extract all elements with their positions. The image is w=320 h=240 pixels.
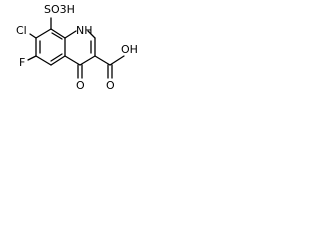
bond-c6-f — [27, 55, 37, 61]
bond-c7-c8 — [35, 28, 52, 39]
double-bond-c4a-c5 — [50, 53, 63, 62]
bond-c5-c6 — [35, 55, 52, 66]
bond-c4a-c5 — [50, 55, 66, 66]
chloro-label: Cl — [16, 24, 27, 37]
bond-c7-cl — [29, 33, 37, 39]
bond-c4-c4a — [64, 55, 81, 66]
double-bond-c8-c8a — [51, 32, 63, 40]
bond-n1-c2 — [87, 30, 96, 39]
carbonyl-oxygen-label: O — [76, 79, 85, 92]
bond-cooh-oh — [109, 55, 125, 66]
bond-c3-cooh — [94, 55, 111, 66]
bond-c3-c4 — [79, 55, 96, 66]
molecule-structure: SO3H Cl F NH O OH O — [16, 3, 138, 92]
bond-c8-c8a — [50, 28, 66, 39]
carboxyl-oxygen-label: O — [106, 79, 115, 92]
fluoro-label: F — [19, 56, 25, 69]
carboxyl-hydroxyl-label: OH — [121, 43, 138, 56]
nh-label: NH — [76, 24, 93, 37]
sulfo-group-label: SO3H — [44, 3, 75, 16]
bond-c8a-n1 — [64, 30, 77, 39]
